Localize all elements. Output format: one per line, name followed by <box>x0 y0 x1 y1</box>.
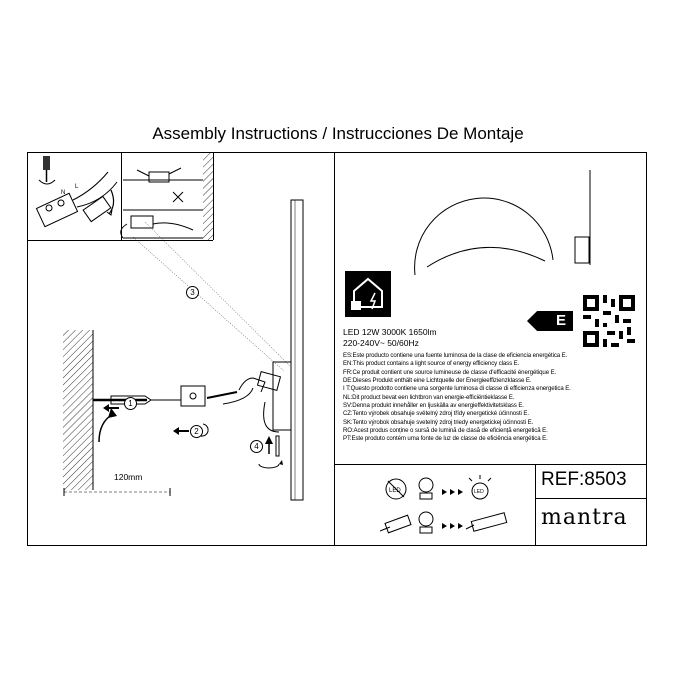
statement-cz: CZ:Tento výrobek obsahuje světelný zdroj… <box>343 410 529 418</box>
bottom-divider <box>334 464 647 465</box>
terminal-block-icon: N L <box>35 171 118 228</box>
statement-fr: FR:Ce produit contient une source lumine… <box>343 368 557 376</box>
instruction-frame <box>27 152 647 546</box>
statement-de: DE:Dieses Produkt enthält eine Lichtquel… <box>343 377 532 385</box>
statement-sk: SK:Tento výrobok obsahuje svetelný zdroj… <box>343 418 534 426</box>
driver-box-icon <box>465 512 508 532</box>
hazard-house-icon <box>345 271 391 317</box>
page-title: Assembly Instructions / Instrucciones De… <box>152 124 524 143</box>
energy-class-letter: E <box>555 312 566 329</box>
brand-logo: mantra <box>541 505 628 530</box>
statement-es: ES:Este producto contiene una fuente lum… <box>343 352 568 359</box>
statement-en: EN:This product contains a light source … <box>343 360 520 368</box>
qr-code-icon <box>583 295 635 347</box>
statement-pt: PT:Este produto contém uma fonte de luz … <box>343 435 548 443</box>
connector-icon <box>380 514 412 534</box>
ref-underline <box>535 498 647 499</box>
statement-nl: NL:Dit product bevat een lichtbron van e… <box>343 393 515 401</box>
ref-divider <box>535 464 536 546</box>
step-2: 2 <box>190 425 203 438</box>
screwdriver-icon <box>38 156 56 185</box>
statement-sv: SV:Denna produkt innehåller en ljuskälla… <box>343 402 524 410</box>
care-icons: LED LED <box>380 475 508 534</box>
inset-right-border <box>213 152 214 240</box>
energy-arrow-icon <box>527 311 573 331</box>
step-3: 3 <box>186 286 199 299</box>
product-illustration <box>414 170 591 275</box>
statement-ro: RO:Acest produs conține o sursă de lumin… <box>343 427 548 435</box>
dimension-label: 120mm <box>114 472 143 482</box>
assembly-diagram: N L <box>35 152 304 501</box>
svg-text:L: L <box>75 184 79 190</box>
reference-number: REF:8503 <box>541 469 627 490</box>
svg-text:LED: LED <box>389 488 401 494</box>
inset-top-border <box>27 240 213 241</box>
led-bulb-icon: LED <box>468 475 492 500</box>
specs-line-1: LED 12W 3000K 1650lm <box>343 327 437 337</box>
energy-statements: ES:Este producto contiene una fuente lum… <box>343 352 571 444</box>
product-specs: LED 12W 3000K 1650lm 220-240V~ 50/60Hz <box>343 327 437 349</box>
connector-inset <box>120 152 213 240</box>
statement-it: I T:Questo prodotto contiene una sorgent… <box>343 385 571 393</box>
step-4: 4 <box>250 440 263 453</box>
frame-divider <box>334 152 335 546</box>
inset-divider <box>121 152 122 240</box>
svg-text:N: N <box>61 190 65 196</box>
dont-repair-led-icon: LED <box>385 477 434 500</box>
step-1: 1 <box>124 397 137 410</box>
specs-line-2: 220-240V~ 50/60Hz <box>343 338 419 348</box>
svg-text:LED: LED <box>474 489 484 495</box>
